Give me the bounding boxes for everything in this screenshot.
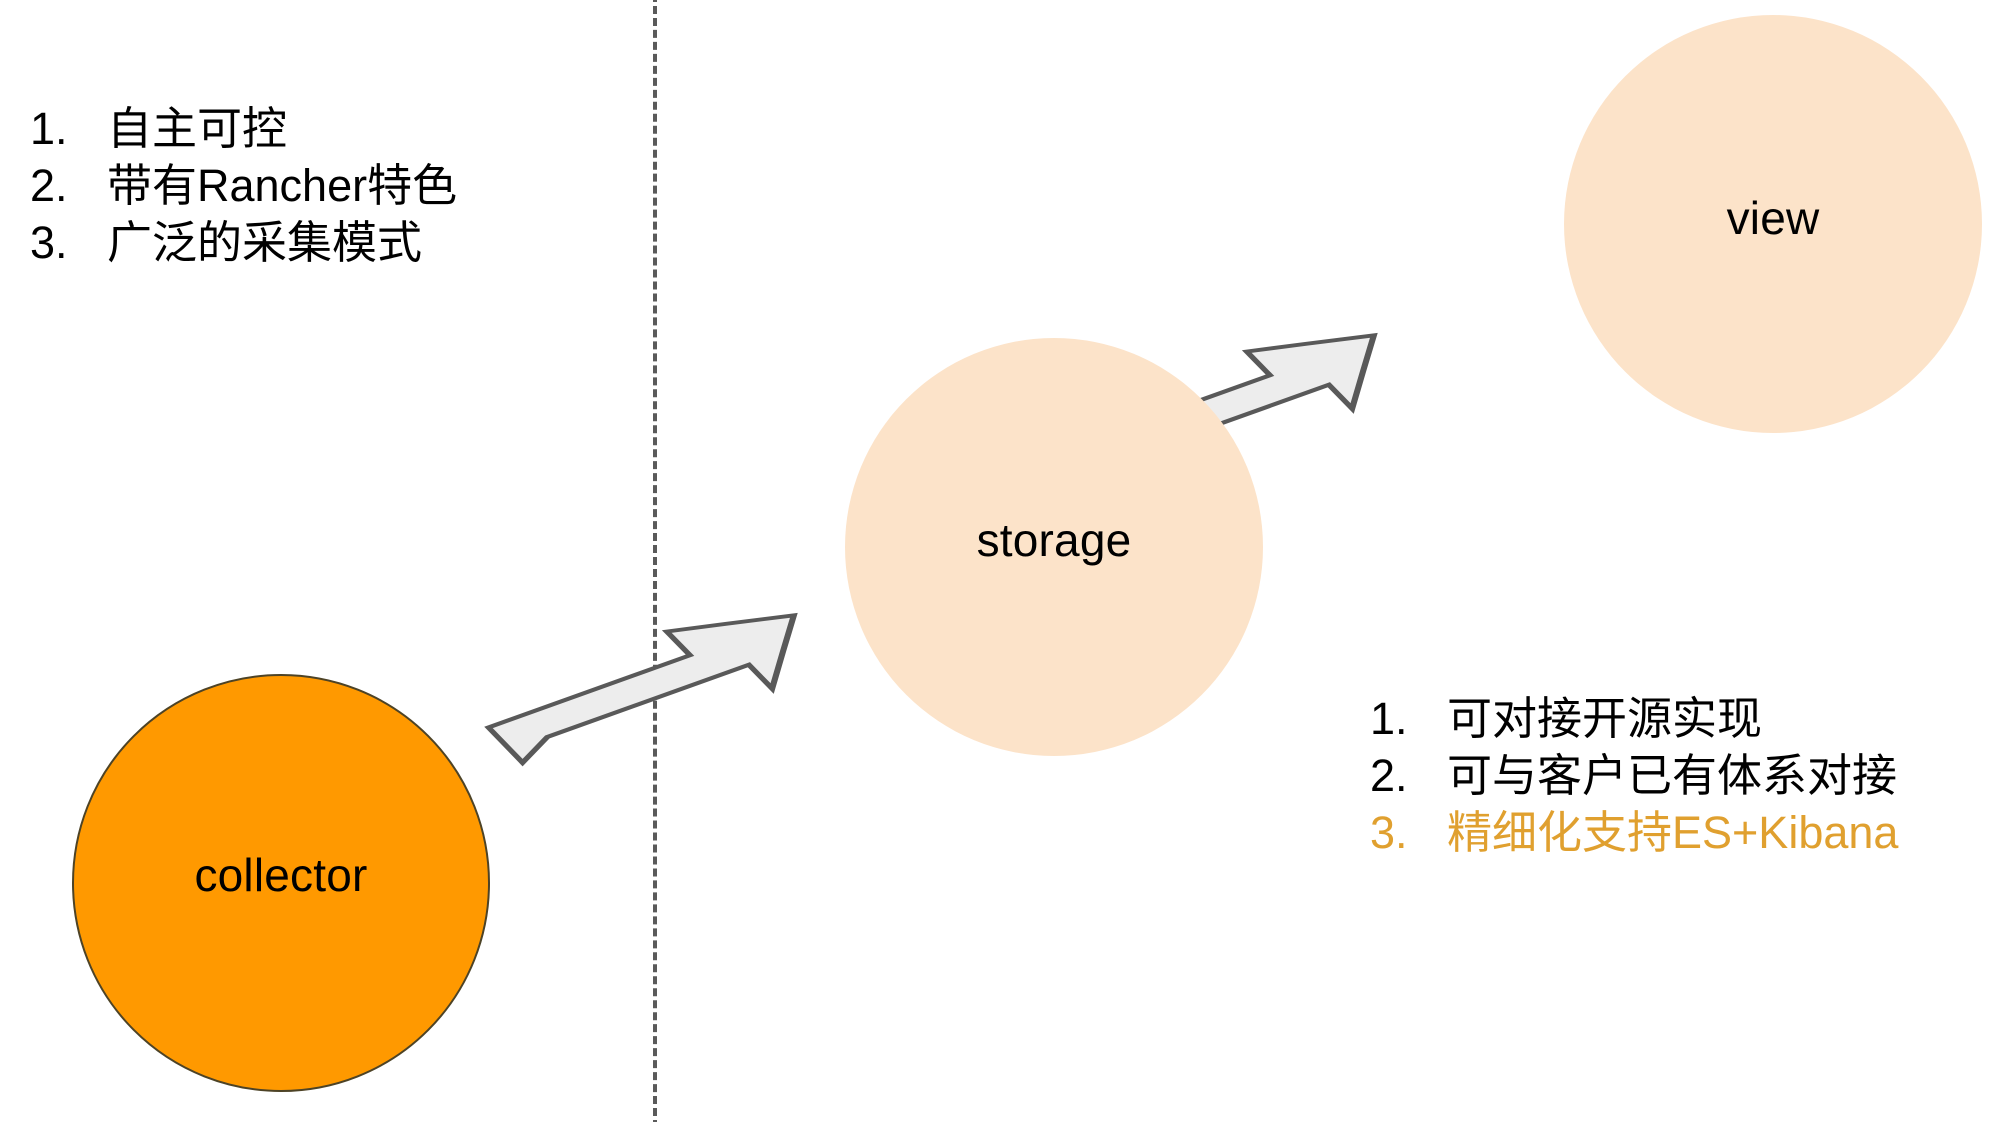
list-item-label: 带有Rancher特色	[107, 160, 458, 211]
list-item-highlighted: 3. 精细化支持ES+Kibana	[1370, 804, 1898, 861]
list-item: 2. 可与客户已有体系对接	[1370, 747, 1898, 804]
node-storage-label: storage	[976, 514, 1132, 566]
node-storage[interactable]: storage	[845, 338, 1263, 756]
list-item-label: 可与客户已有体系对接	[1447, 750, 1898, 801]
list-item-number: 1.	[30, 103, 68, 154]
node-view[interactable]: view	[1564, 15, 1982, 433]
list-item-label: 精细化支持ES+Kibana	[1447, 807, 1899, 858]
arrow-shape	[484, 612, 798, 767]
collector-benefits-list: 1. 自主可控 2. 带有Rancher特色 3. 广泛的采集模式	[30, 100, 457, 271]
list-item-number: 2.	[1370, 750, 1408, 801]
node-view-label: view	[1726, 192, 1820, 244]
list-item-number: 1.	[1370, 693, 1408, 744]
list-item: 3. 广泛的采集模式	[30, 214, 457, 271]
list-item: 1. 自主可控	[30, 100, 457, 157]
node-collector-label: collector	[194, 849, 368, 901]
list-item-number: 3.	[30, 217, 68, 268]
list-item: 2. 带有Rancher特色	[30, 157, 457, 214]
list-item-number: 2.	[30, 160, 68, 211]
storage-view-benefits-list: 1. 可对接开源实现 2. 可与客户已有体系对接 3. 精细化支持ES+Kiba…	[1370, 690, 1898, 861]
arrow-collector-to-storage	[484, 612, 798, 767]
list-item-label: 可对接开源实现	[1447, 693, 1763, 744]
list-item-label: 自主可控	[107, 103, 288, 154]
list-item: 1. 可对接开源实现	[1370, 690, 1898, 747]
node-collector[interactable]: collector	[72, 674, 490, 1092]
vertical-dashed-divider	[653, 0, 657, 1122]
list-item-label: 广泛的采集模式	[107, 217, 423, 268]
list-item-number: 3.	[1370, 807, 1408, 858]
